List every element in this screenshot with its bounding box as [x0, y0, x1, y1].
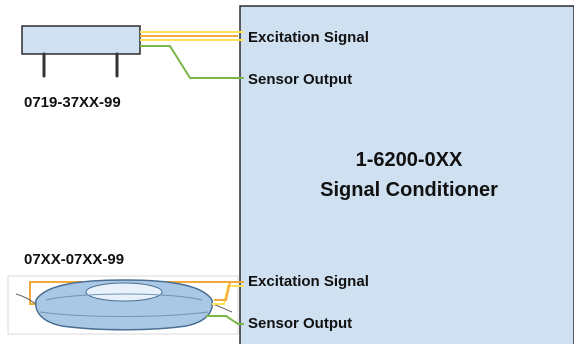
signal-conditioner-box: [239, 5, 574, 344]
bottom-output-label: Sensor Output: [248, 315, 353, 332]
bottom-sensor: [7, 275, 244, 335]
bottom-sensor-part-number: 07XX-07XX-99: [24, 251, 125, 268]
conditioner-model: 1-6200-0XX: [355, 149, 463, 171]
top-excitation-wires: [140, 31, 244, 41]
conditioner-name: Signal Conditioner: [320, 179, 498, 201]
top-sensor-part-number: 0719-37XX-99: [24, 94, 121, 111]
top-output-wire: [140, 45, 244, 79]
top-sensor-body: [21, 25, 141, 55]
top-sensor: [21, 25, 141, 78]
bottom-excitation-wires: [212, 281, 244, 305]
top-output-label: Sensor Output: [248, 71, 353, 88]
bottom-output-wire: [206, 315, 244, 325]
bottom-excitation-label: Excitation Signal: [248, 273, 369, 290]
bottom-sensor-window: [85, 282, 163, 302]
top-excitation-label: Excitation Signal: [248, 29, 369, 46]
